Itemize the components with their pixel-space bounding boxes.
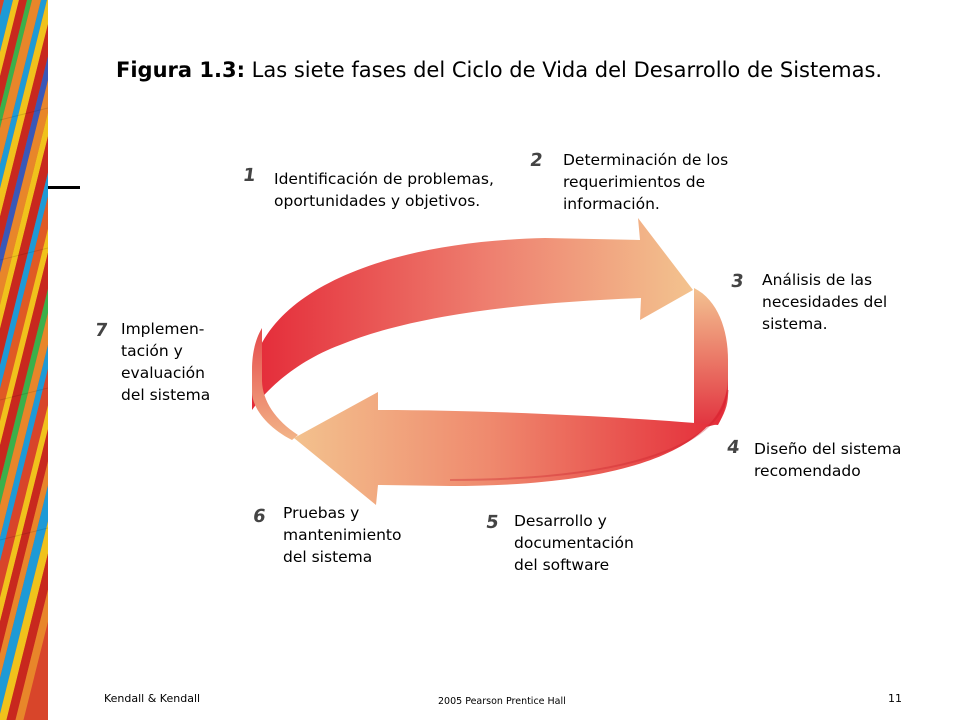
left-band <box>252 328 298 440</box>
footer-publisher: 2005 Pearson Prentice Hall <box>438 696 566 707</box>
phase-5-label: Desarrollo y documentación del software <box>514 512 634 574</box>
decorative-side-strip <box>0 0 48 720</box>
arrow-shading <box>449 389 729 481</box>
footer-page-number: 11 <box>888 692 902 705</box>
top-arrow <box>252 218 693 410</box>
accent-line <box>48 186 80 189</box>
phase-7-label: Implemen- tación y evaluación del sistem… <box>121 320 211 404</box>
phase-6-label: Pruebas y mantenimiento del sistema <box>283 504 402 566</box>
phase-2-label: Determinación de los requerimientos de i… <box>563 151 729 213</box>
phase-3-label: Análisis de las necesidades del sistema. <box>762 271 888 333</box>
phase-1-label: Identificación de problemas, oportunidad… <box>274 170 494 210</box>
figure-title: Figura 1.3: Las siete fases del Ciclo de… <box>116 58 882 82</box>
footer-authors: Kendall & Kendall <box>104 692 201 705</box>
phase-4-label: Diseño del sistema recomendado <box>754 440 902 480</box>
figure-caption: Las siete fases del Ciclo de Vida del De… <box>251 58 883 82</box>
right-band <box>694 288 728 430</box>
woven-pattern-image <box>0 0 48 720</box>
bottom-arrow <box>294 378 728 505</box>
figure-label: Figura 1.3: <box>116 58 245 82</box>
